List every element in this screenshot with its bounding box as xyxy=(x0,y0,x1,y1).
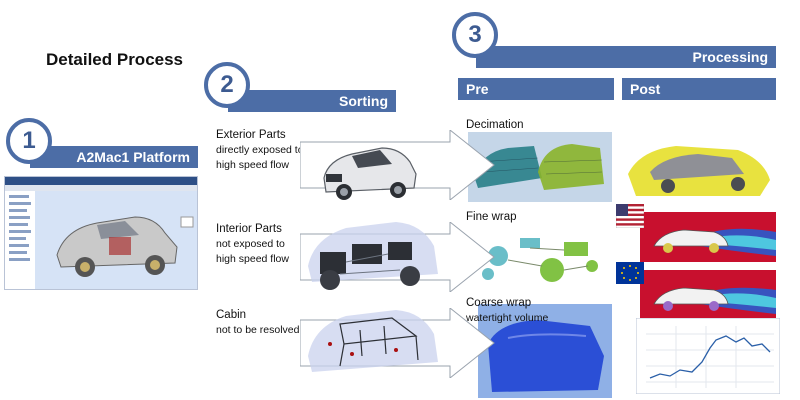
post-plot-image xyxy=(636,318,780,394)
sorting-interior-line1: not exposed to xyxy=(216,237,289,252)
sorting-exterior-line1: directly exposed to xyxy=(216,143,304,158)
post-flow-car-image xyxy=(620,134,776,210)
sorting-cabin-heading: Cabin xyxy=(216,308,299,323)
sorting-exterior-text: Exterior Parts directly exposed to high … xyxy=(216,128,304,173)
exterior-car-image xyxy=(318,134,418,206)
platform-screenshot-image xyxy=(5,177,198,290)
interior-car-image xyxy=(300,214,440,298)
post-header: Post xyxy=(622,78,776,100)
step-1-label: A2Mac1 Platform xyxy=(76,149,190,165)
sorting-interior-text: Interior Parts not exposed to high speed… xyxy=(216,222,289,267)
eu-flag-icon xyxy=(616,262,644,284)
pre-header-label: Pre xyxy=(466,81,489,97)
sorting-interior-line2: high speed flow xyxy=(216,252,289,267)
platform-screenshot xyxy=(4,176,198,290)
step-3-circle: 3 xyxy=(452,12,498,58)
us-flag-icon xyxy=(616,204,644,228)
step-2-label: Sorting xyxy=(339,93,388,109)
sorting-exterior-heading: Exterior Parts xyxy=(216,128,304,143)
sorting-cabin-text: Cabin not to be resolved xyxy=(216,308,299,338)
pre-coarsewrap-label: Coarse wrap watertight volume xyxy=(466,296,548,326)
cabin-car-image xyxy=(300,300,440,384)
sorting-exterior-line2: high speed flow xyxy=(216,158,304,173)
step-2-circle: 2 xyxy=(204,62,250,108)
post-flow-field-2 xyxy=(640,270,776,320)
step-1-circle: 1 xyxy=(6,118,52,164)
step-3-label: Processing xyxy=(693,49,768,65)
sorting-interior-heading: Interior Parts xyxy=(216,222,289,237)
post-flow-field-1 xyxy=(640,212,776,262)
pre-coarsewrap-text: Coarse wrap xyxy=(466,296,548,311)
step-2-bar: Sorting xyxy=(228,90,396,112)
page-title: Detailed Process xyxy=(46,50,183,70)
sorting-cabin-line1: not to be resolved xyxy=(216,323,299,338)
step-3-bar: Processing xyxy=(476,46,776,68)
pre-header: Pre xyxy=(458,78,614,100)
pre-coarsewrap-subtext: watertight volume xyxy=(466,311,548,326)
post-header-label: Post xyxy=(630,81,660,97)
